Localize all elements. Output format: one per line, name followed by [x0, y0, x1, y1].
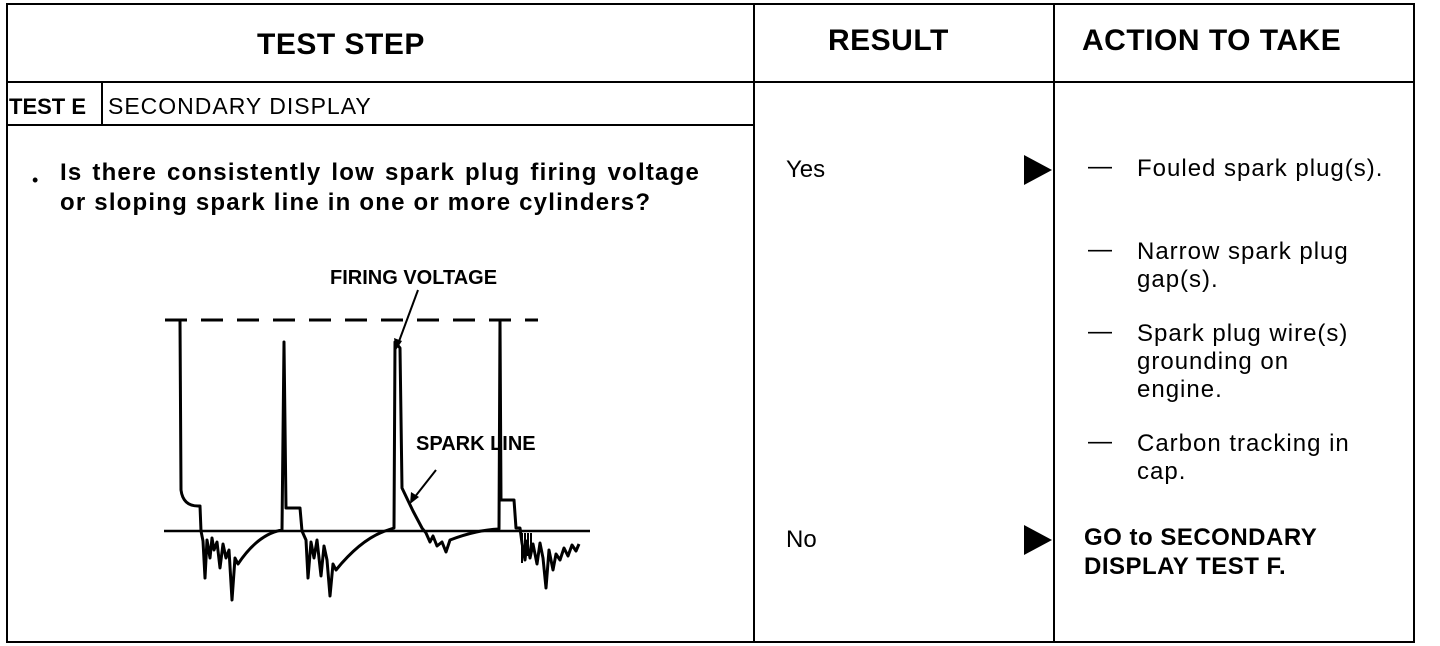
spark-line-label: SPARK LINE	[416, 433, 536, 455]
header-action-to-take: ACTION TO TAKE	[1082, 24, 1342, 57]
test-id-divider	[101, 82, 103, 125]
dash-icon: —	[1088, 318, 1112, 345]
firing-voltage-leader	[397, 289, 419, 345]
arrow-right-icon	[1024, 525, 1052, 555]
column-divider-result	[753, 3, 755, 643]
spark-line-leader	[413, 469, 437, 499]
firing-voltage-arrowhead	[394, 338, 402, 350]
dash-icon: —	[1088, 236, 1112, 263]
test-question: Is there consistently low spark plug fir…	[60, 159, 700, 216]
action-item: Spark plug wire(s) grounding on engine.	[1137, 320, 1349, 403]
test-id: TEST E	[9, 94, 87, 119]
test-title-divider	[6, 124, 754, 126]
test-step-table	[6, 3, 1415, 643]
spark-line-arrowhead	[410, 492, 419, 504]
test-title: SECONDARY DISPLAY	[108, 93, 372, 119]
waveform-trace	[178, 318, 581, 602]
dash-icon: —	[1088, 428, 1112, 455]
action-item: Carbon tracking in cap.	[1137, 430, 1350, 485]
header-result: RESULT	[828, 24, 949, 57]
waveform-oscillation-hatch	[521, 533, 532, 563]
column-divider-action	[1053, 3, 1055, 643]
header-test-step: TEST STEP	[257, 28, 425, 61]
action-goto-test-f: GO to SECONDARY DISPLAY TEST F.	[1084, 524, 1317, 580]
result-no: No	[786, 526, 817, 553]
firing-voltage-label: FIRING VOLTAGE	[330, 267, 497, 289]
secondary-ignition-waveform-diagram: FIRING VOLTAGE SPARK LINE	[164, 267, 590, 602]
dash-icon: —	[1088, 153, 1112, 180]
action-item: Narrow spark plug gap(s).	[1137, 238, 1349, 293]
bullet-icon: •	[32, 170, 39, 190]
arrow-right-icon	[1024, 155, 1052, 185]
result-yes: Yes	[786, 156, 826, 183]
action-item: Fouled spark plug(s).	[1137, 155, 1384, 182]
header-divider	[6, 81, 1415, 83]
